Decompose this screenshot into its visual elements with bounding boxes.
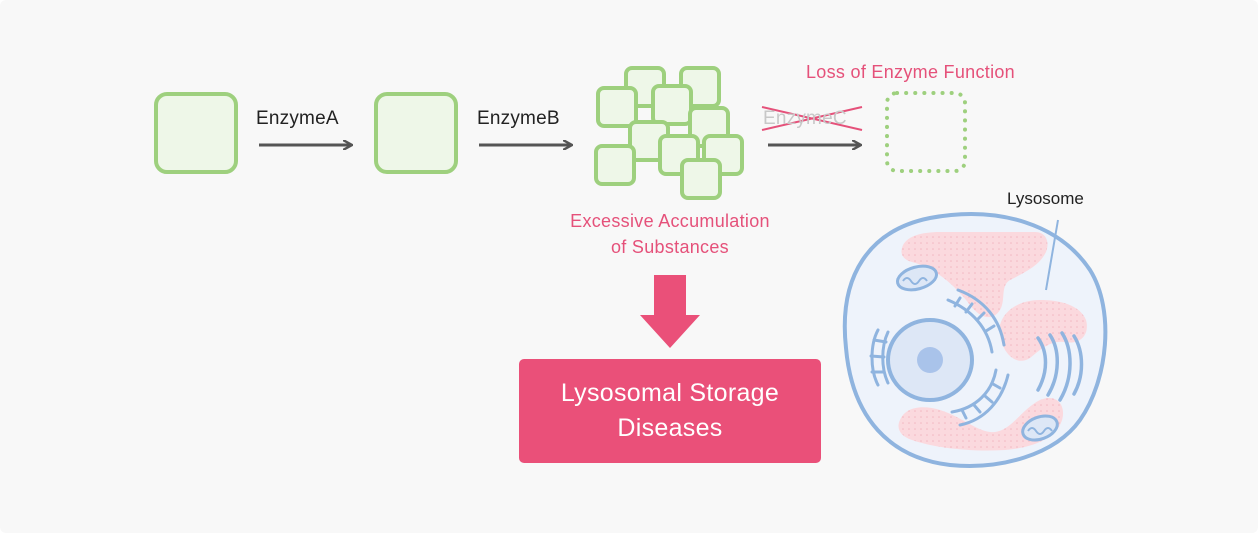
mitochondria-cristae (902, 277, 1053, 435)
endoplasmic-reticulum (869, 288, 1010, 427)
substance-box-2 (374, 92, 458, 174)
lysosome-region-bottom (898, 398, 1064, 451)
golgi-apparatus (1036, 331, 1084, 402)
disease-label-line2: Diseases (617, 414, 723, 442)
mitochondria (895, 264, 1059, 442)
disease-label: Lysosomal Storage Diseases (530, 376, 810, 446)
substance-box-1 (154, 92, 238, 174)
down-arrow-icon (640, 275, 700, 348)
lysosome-region-top (901, 232, 1048, 318)
accumulation-label-line1: Excessive Accumulation (570, 211, 770, 231)
enzyme-c-label: EnzymeC (763, 108, 847, 129)
cross-mark-icon (761, 106, 863, 131)
accumulation-label-line2: of Substances (611, 237, 729, 257)
accumulated-substances (594, 66, 744, 200)
enzyme-b-label: EnzymeB (477, 108, 560, 129)
disease-label-line1: Lysosomal Storage (560, 379, 780, 407)
loss-of-function-label: Loss of Enzyme Function (806, 62, 1015, 82)
enzyme-a-label: EnzymeA (256, 108, 339, 129)
disease-box: Lysosomal Storage Diseases (519, 359, 821, 463)
nucleolus (917, 347, 943, 373)
accumulation-label: Excessive Accumulation of Substances (540, 208, 800, 260)
lysosome-label: Lysosome (1007, 189, 1084, 208)
missing-product-box (885, 91, 967, 173)
lysosome-region-right (999, 300, 1087, 361)
lysosome-pointer (1045, 219, 1059, 291)
